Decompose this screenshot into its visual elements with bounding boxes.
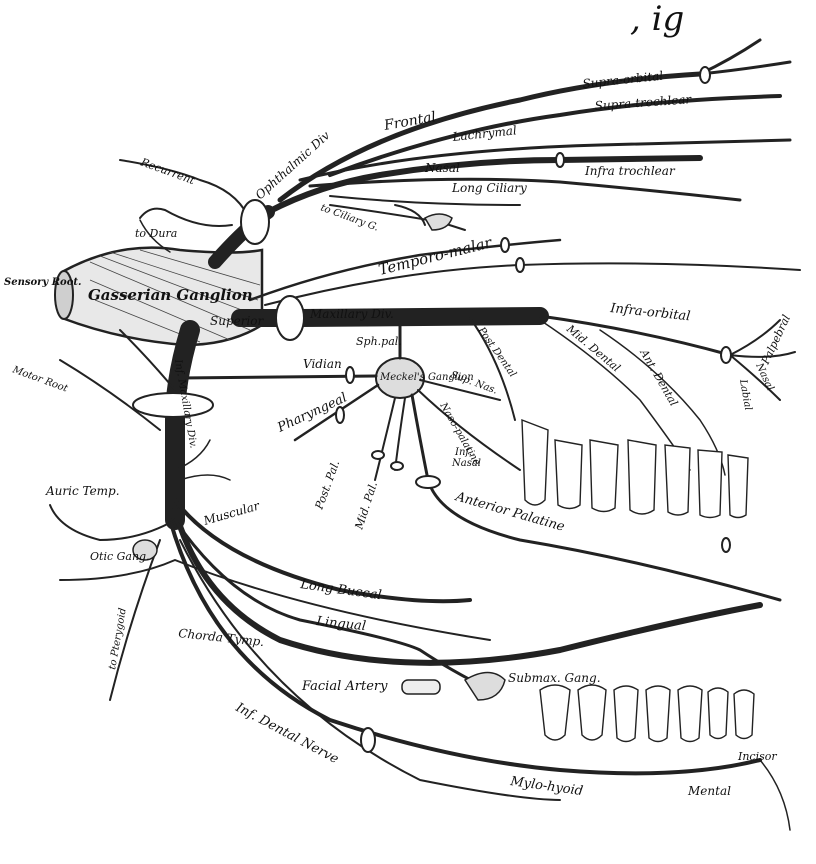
lower-teeth (540, 685, 754, 742)
label-mental: Mental (687, 784, 731, 798)
label-anterior-palatine: Anterior Palatine (453, 489, 567, 535)
header-fragment: , ig (630, 0, 684, 39)
ring-inf-dental (361, 728, 375, 752)
ring-ophthalmic (241, 200, 269, 244)
label-facial-artery: Facial Artery (301, 679, 388, 694)
submax-ganglion-shape (465, 673, 505, 701)
label-labial: Labial (737, 378, 753, 412)
label-post-pal: Post. Pal. (312, 459, 342, 512)
facial-artery-shape (402, 680, 440, 694)
label-muscular: Muscular (201, 498, 262, 528)
label-inf: Inf. (454, 447, 472, 458)
label-superior: Superior (210, 314, 265, 328)
label-ant-dental: Ant. Dental (637, 346, 681, 409)
label-mid-pal: Mid. Pal. (352, 480, 380, 532)
label-lingual: Lingual (315, 614, 367, 634)
label-nasal-inf: Nasal (451, 458, 481, 469)
ciliary-ganglion-shape (425, 214, 452, 230)
label-inf-dental-nerve: Inf. Dental Nerve (232, 700, 341, 767)
label-infra-orbital: Infra-orbital (609, 301, 691, 324)
label-to-pterygoid: to Pterygoid (107, 607, 129, 670)
labels: Supra-orbital Supra-trochlear Frontal La… (4, 69, 793, 800)
label-motor-root: Motor Root (10, 364, 70, 395)
label-recurrent: Recurrent (138, 155, 197, 187)
label-vidian: Vidian (303, 357, 342, 371)
label-gasserian-ganglion: Gasserian Ganglion (88, 286, 253, 304)
label-post-dental: Post Dental (475, 325, 518, 380)
upper-teeth (522, 420, 748, 518)
label-nasal-upper: Nasal (424, 161, 460, 175)
label-incisor: Incisor (737, 750, 777, 763)
label-sensory-root: Sensory Root. (4, 277, 81, 288)
label-sph-pal: Sph.pal. (356, 335, 402, 348)
label-maxillary-div: Maxillary Div. (309, 307, 394, 321)
label-infra-trochlear: Infra trochlear (584, 164, 676, 178)
label-long-buccal: Long Buccal (298, 577, 382, 603)
label-mylo-hyoid: Mylo-hyoid (508, 774, 583, 799)
label-to-dura: to Dura (135, 227, 177, 240)
ring-maxillary (276, 296, 304, 340)
label-auric-temp: Auric Temp. (45, 484, 120, 498)
label-supra-orbital: Supra-orbital (582, 69, 664, 91)
label-otic-gang: Otic Gang. (90, 550, 150, 563)
label-long-ciliary: Long Ciliary (451, 181, 527, 195)
label-chorda-tymp: Chorda Tymp. (178, 626, 265, 649)
label-lachrymal: Lachrymal (451, 123, 518, 144)
label-palpebral: Palpebral (759, 312, 794, 367)
ring-inf-maxillary (133, 393, 213, 417)
label-submax-gang: Submax. Gang. (508, 671, 601, 685)
label-supra-trochlear: Supra-trochlear (594, 92, 693, 113)
